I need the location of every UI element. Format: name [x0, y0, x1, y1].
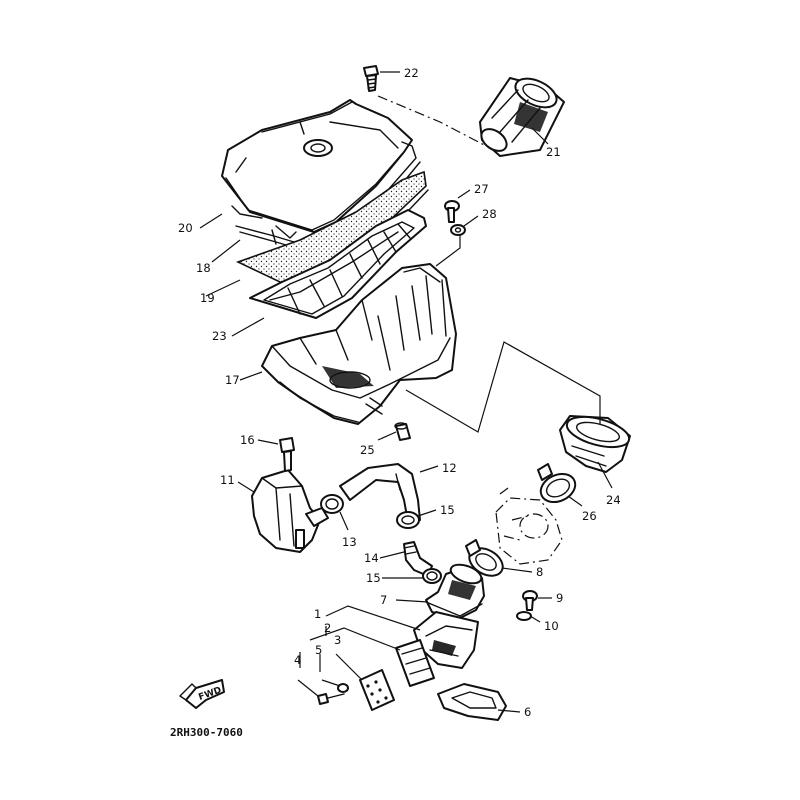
- drawing-code: 2RH300-7060: [170, 726, 243, 739]
- part-3-reed-stopper: [359, 669, 395, 711]
- callout-21: 21: [546, 145, 561, 159]
- part-2-reed-petal: [395, 639, 435, 687]
- callout-27: 27: [474, 182, 489, 196]
- callout-7: 7: [380, 593, 387, 607]
- part-17-airbox-housing: [261, 263, 457, 425]
- callout-8: 8: [536, 565, 543, 579]
- callout-3: 3: [334, 633, 341, 647]
- part-22-screw: [363, 65, 379, 92]
- part-7-intake-manifold: [425, 563, 485, 619]
- callout-18: 18: [196, 261, 211, 275]
- part-11-breather-tank: [251, 469, 329, 553]
- callout-20: 20: [178, 221, 193, 235]
- part-15-clamp-upper: [396, 511, 420, 529]
- callout-9: 9: [556, 591, 563, 605]
- callout-23: 23: [212, 329, 227, 343]
- part-5-washer: [337, 683, 349, 693]
- part-6-gasket: [437, 683, 507, 721]
- callout-1: 1: [314, 607, 321, 621]
- callout-17: 17: [225, 373, 240, 387]
- callout-26: 26: [582, 509, 597, 523]
- part-9-bolt: [522, 590, 538, 611]
- callout-2: 2: [324, 621, 331, 635]
- callout-10: 10: [544, 619, 559, 633]
- callout-25: 25: [360, 443, 375, 457]
- part-10-washer: [516, 611, 532, 621]
- part-28-washer: [450, 224, 466, 236]
- part-8-clamp: [465, 539, 504, 577]
- part-26-clamp: [537, 463, 577, 504]
- callout-15-lower: 15: [366, 571, 381, 585]
- callout-6: 6: [524, 705, 531, 719]
- part-21-intake-boot: [479, 77, 565, 157]
- callout-13: 13: [342, 535, 357, 549]
- callout-4: 4: [294, 653, 301, 667]
- forward-direction-arrow: FWD: [179, 679, 225, 709]
- leader-lines: [199, 71, 613, 713]
- part-24-carburetor-joint: [559, 415, 631, 473]
- callout-14: 14: [364, 551, 379, 565]
- part-15-clamp-lower: [422, 568, 442, 584]
- callout-19: 19: [200, 291, 215, 305]
- callout-28: 28: [482, 207, 497, 221]
- callout-numbers: 22 21 20 18 19 23 17 27 28 25 24 26 16 1…: [178, 66, 621, 719]
- part-13-clamp: [320, 494, 344, 514]
- part-23-filter-frame: [249, 209, 427, 319]
- part-4-screw: [317, 693, 345, 705]
- part-16-bolt: [279, 437, 295, 472]
- part-1-reed-valve-assembly: [413, 611, 479, 669]
- part-25-grommet: [394, 422, 411, 441]
- callout-15-upper: 15: [440, 503, 455, 517]
- callout-5: 5: [315, 643, 322, 657]
- part-20-airbox-cover: [221, 99, 413, 239]
- callout-24: 24: [606, 493, 621, 507]
- carburetor-phantom: [495, 487, 563, 565]
- callout-11: 11: [220, 473, 235, 487]
- callout-16: 16: [240, 433, 255, 447]
- part-27-bolt: [444, 200, 460, 223]
- callout-12: 12: [442, 461, 457, 475]
- callout-22: 22: [404, 66, 419, 80]
